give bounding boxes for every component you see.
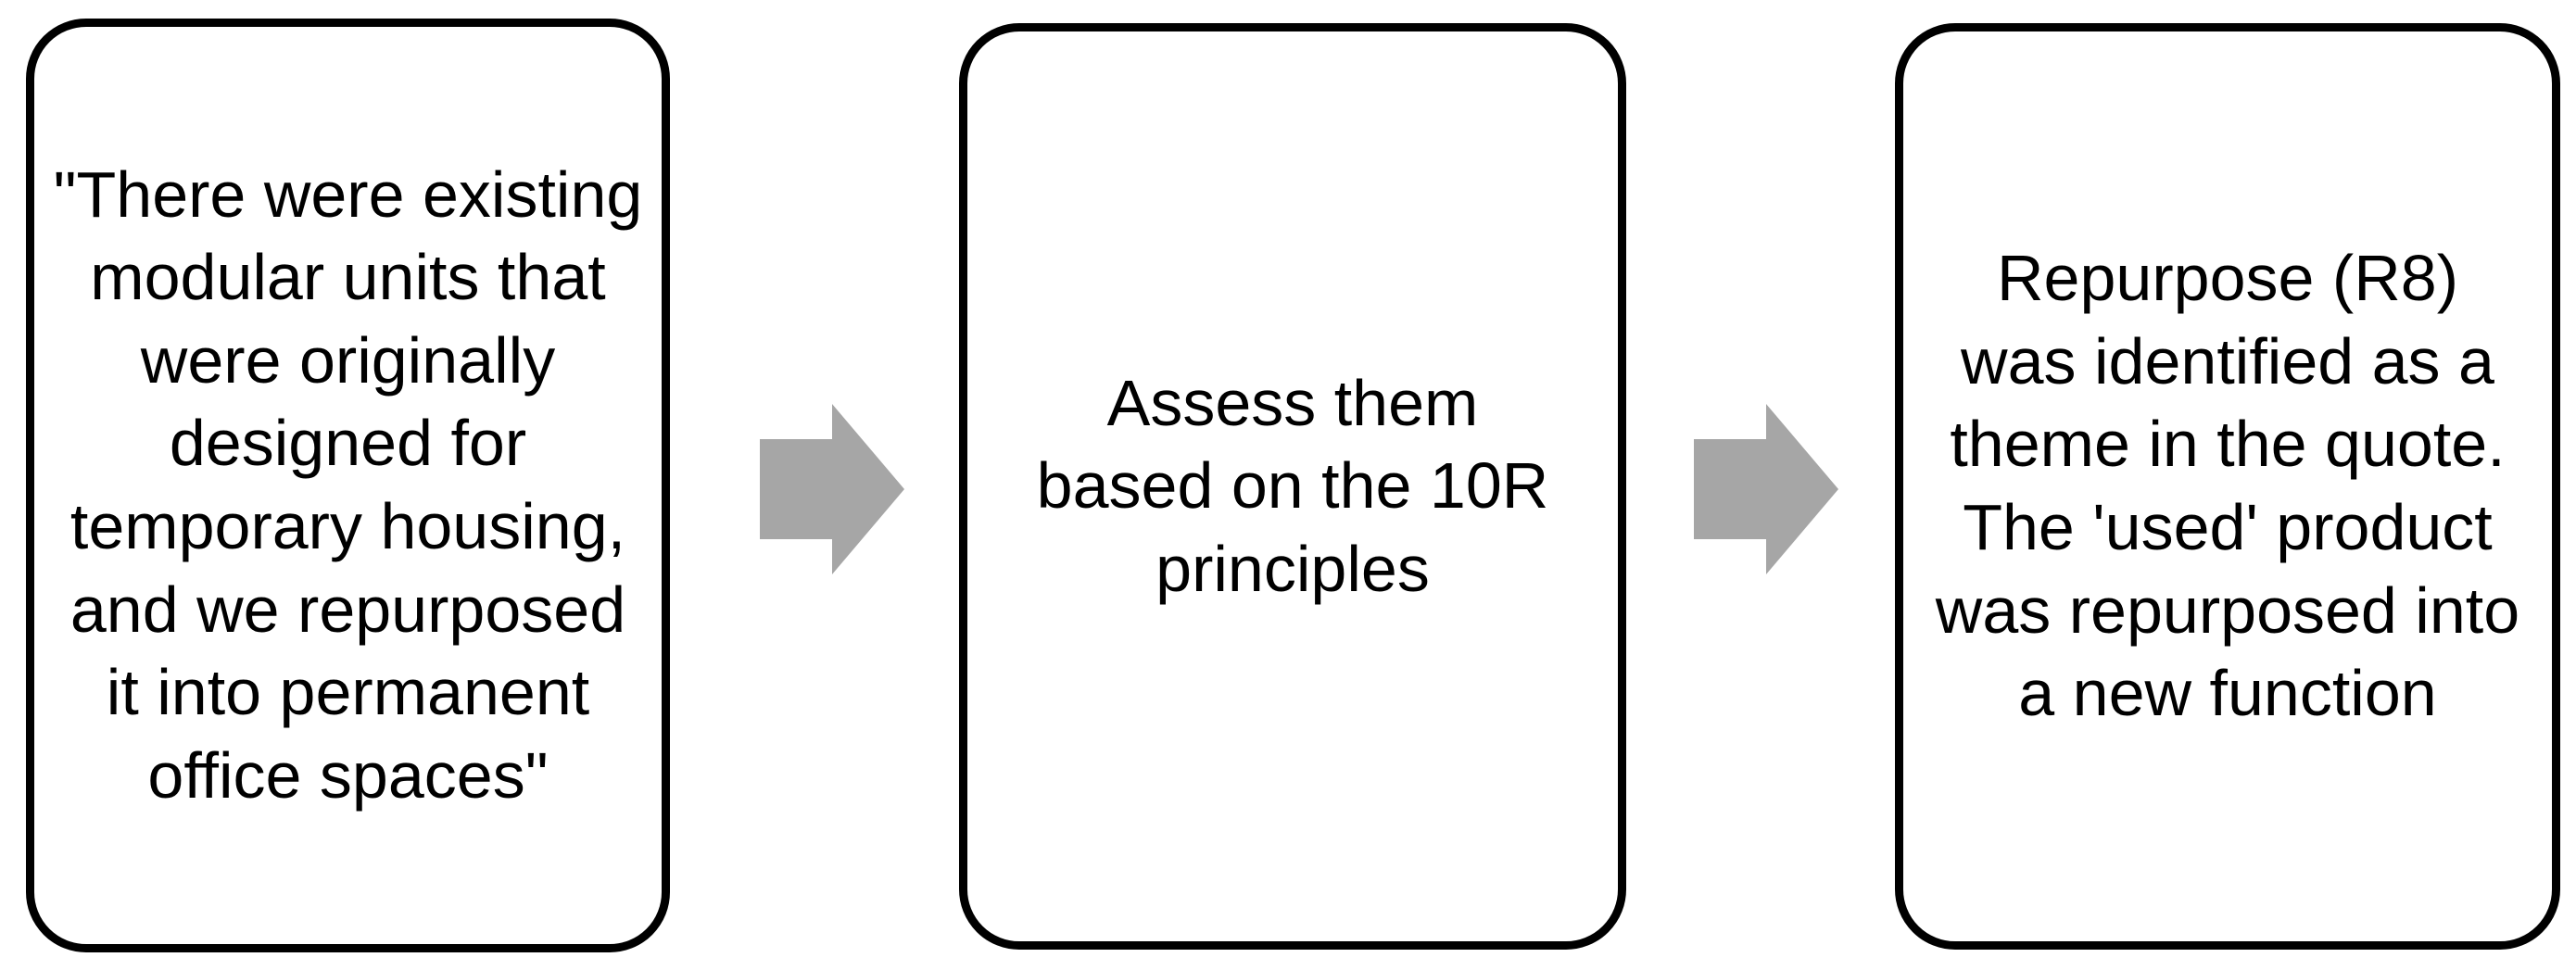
right-arrow-icon xyxy=(760,404,904,574)
right-arrow-shape xyxy=(760,404,904,574)
right-arrow-shape xyxy=(1694,404,1838,574)
right-arrow-icon xyxy=(1694,404,1838,574)
step-box-quote: "There were existing modular units that … xyxy=(26,19,670,952)
step-box-assess: Assess them based on the 10R principles xyxy=(959,23,1626,950)
step-box-result: Repurpose (R8) was identified as a theme… xyxy=(1895,23,2560,950)
step-text-quote: "There were existing modular units that … xyxy=(53,157,643,812)
step-text-result: Repurpose (R8) was identified as a theme… xyxy=(1935,242,2520,730)
step-text-assess: Assess them based on the 10R principles xyxy=(1036,366,1549,605)
